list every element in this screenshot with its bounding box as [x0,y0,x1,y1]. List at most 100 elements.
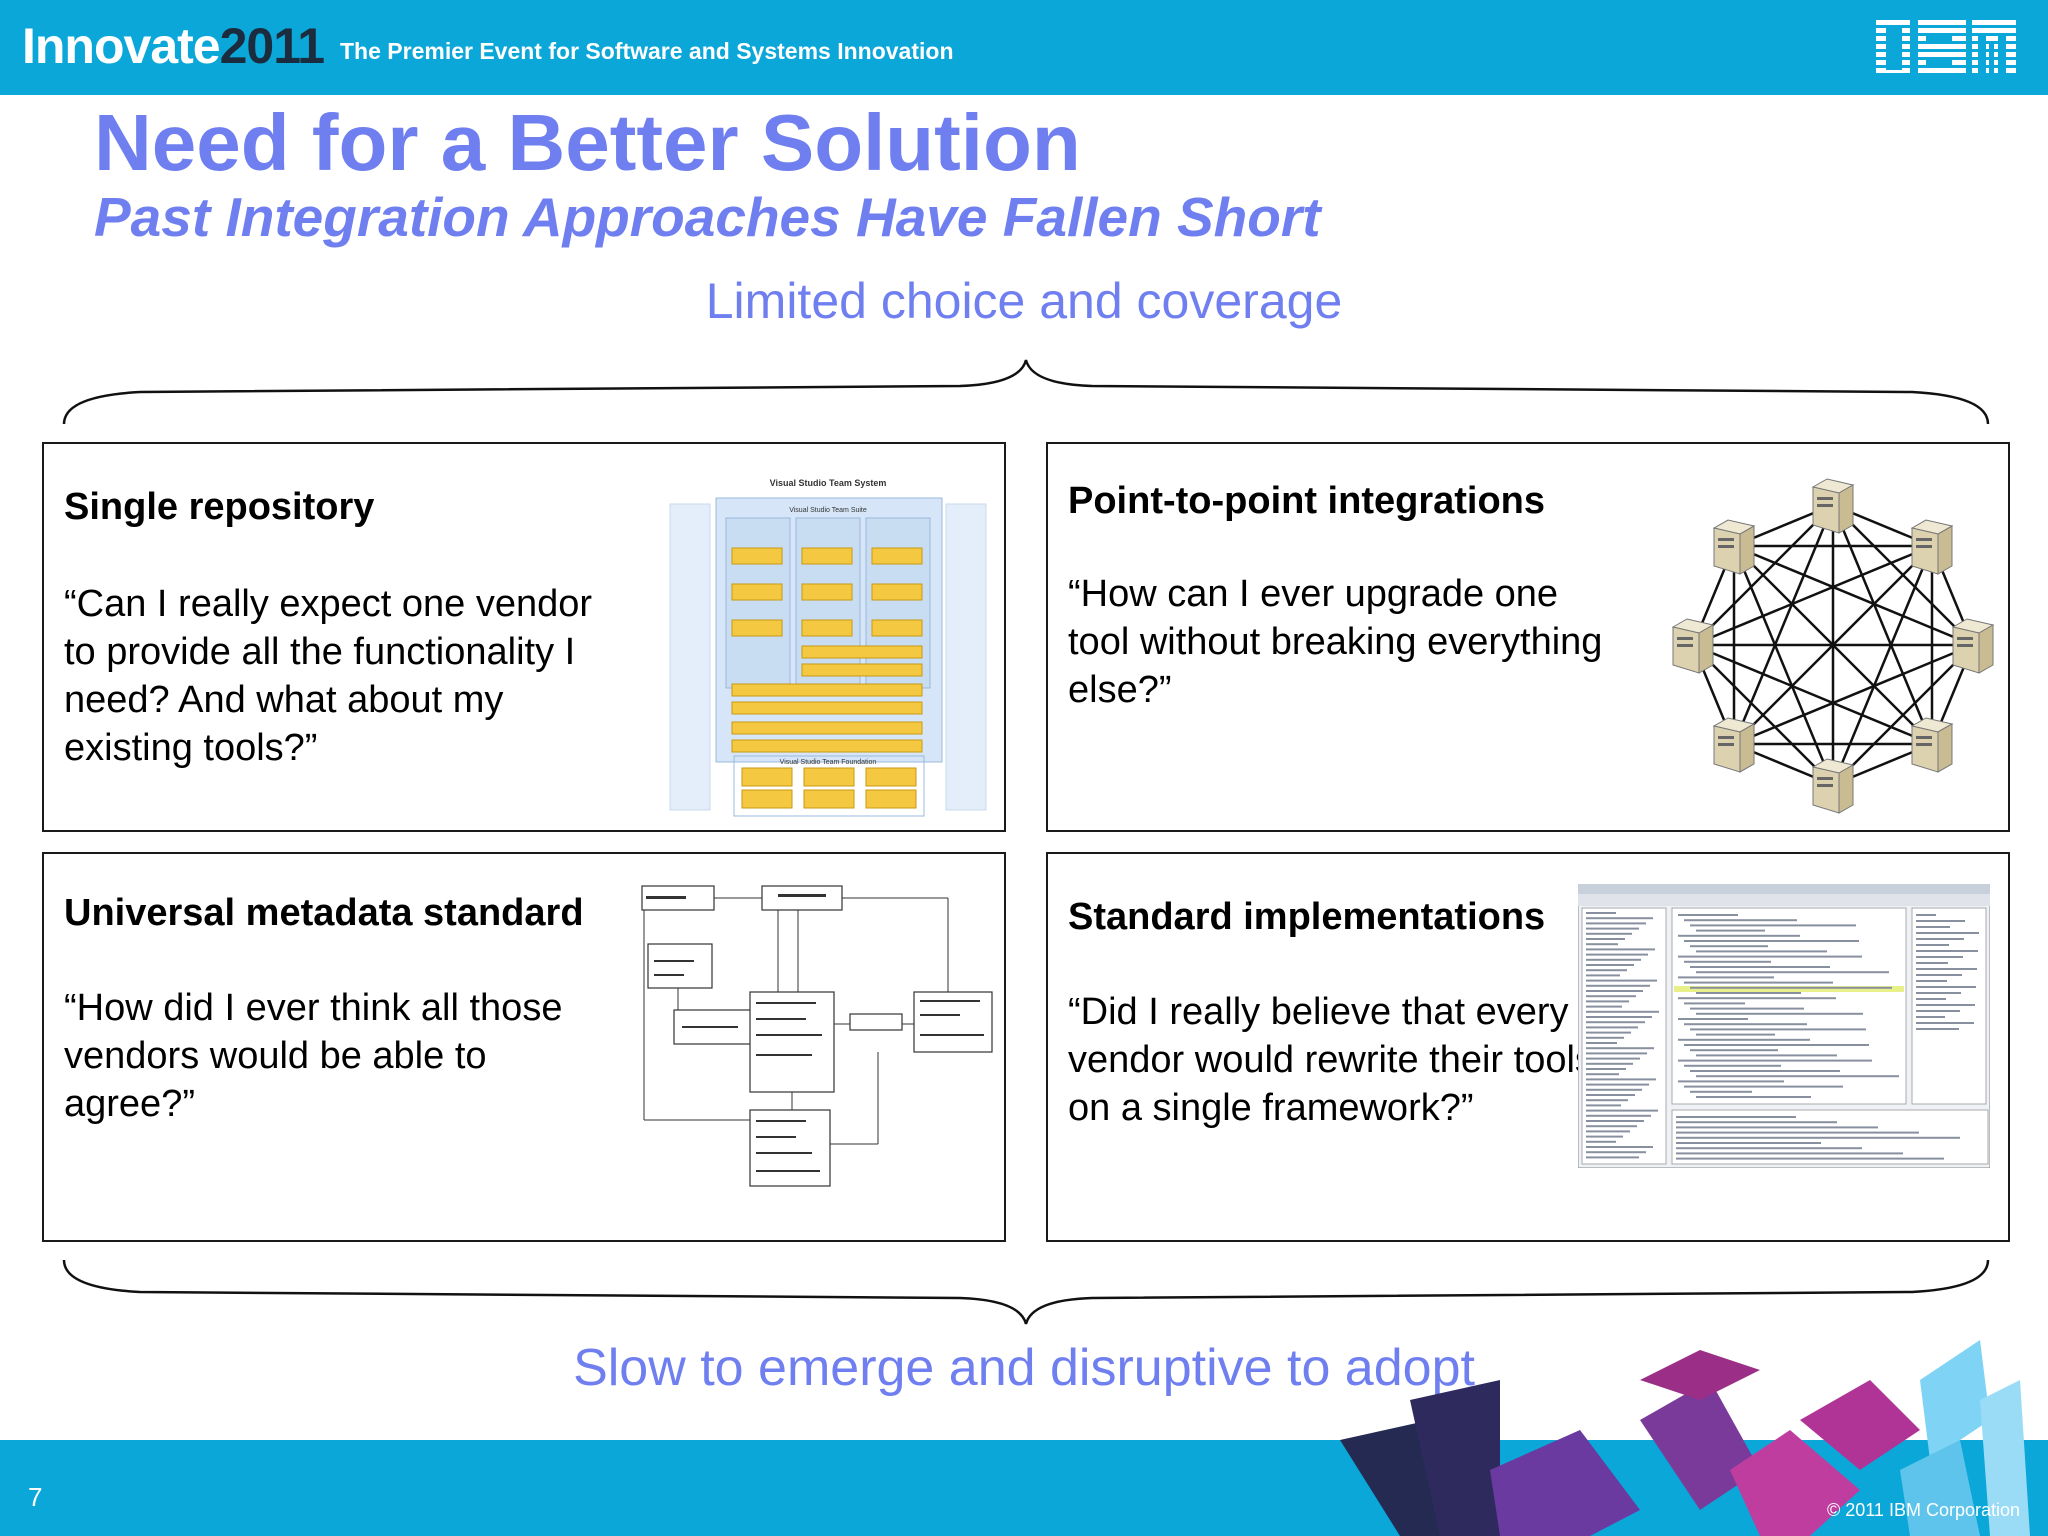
code-line [1586,1042,1617,1044]
code-line [1586,1109,1658,1112]
code-line [1676,1131,1919,1134]
panel-quote: “Can I really expect one vendor to provi… [64,583,593,769]
panel-title: Universal metadata standard [64,892,584,934]
code-line [1586,1016,1652,1018]
code-line [1684,1002,1745,1005]
code-line [1586,1068,1626,1070]
code-line [1678,1038,1810,1041]
code-line [1586,1073,1619,1076]
code-line [1916,1004,1975,1006]
code-line [1916,1022,1974,1024]
code-line [1916,914,1936,916]
decorative-shapes [1340,1340,2030,1536]
code-line [1676,1136,1960,1139]
code-line [1696,1012,1863,1015]
code-line [1916,920,1965,922]
code-line [1696,971,1889,974]
code-line [1676,1121,1837,1124]
panel-quote: “Did I really believe that every vendor … [1068,991,1594,1129]
brand-year: 2011 [219,18,325,74]
code-line [1916,932,1979,934]
code-line [1586,995,1636,998]
code-line [1696,929,1765,932]
bottom-brace [62,1259,1990,1325]
code-line [1678,934,1800,937]
code-line [1586,1052,1647,1055]
server-icon [1712,717,1756,773]
code-line [1586,1104,1621,1107]
code-line [1586,1078,1656,1081]
code-line [1678,997,1836,1000]
mesh-link [1692,644,1834,786]
code-line [1684,940,1859,942]
code-line [1684,1044,1869,1046]
code-line [1586,927,1639,930]
panel-title: Single repository [64,486,375,528]
code-line [1916,1016,1945,1018]
code-line [1678,914,1738,916]
code-line [1676,1142,1821,1144]
code-line [1696,1054,1837,1057]
code-line [1586,1036,1624,1039]
ide-screenshot-image [1578,884,1990,1168]
server-icon [1671,618,1715,674]
panel-standard-implementations: Standard implementations “Did I really b… [1046,852,2010,1242]
code-line [1586,1083,1649,1086]
code-line [1678,955,1862,958]
code-line [1676,1126,1878,1129]
mesh-link [1732,545,1835,786]
code-line [1586,1146,1653,1148]
code-line [1916,938,1964,940]
page-number: 7 [28,1482,43,1512]
code-line [1690,1090,1752,1093]
code-line [1586,1094,1635,1096]
code-line [1916,986,1976,988]
server-icon [1811,758,1855,814]
caption-bottom: Slow to emerge and disruptive to adopt [573,1339,1475,1397]
code-line [1586,1005,1622,1008]
panel-point-to-point: Point-to-point integrations “How can I e… [1046,442,2010,832]
code-line [1586,1057,1640,1060]
visual-studio-diagram-image: Visual Studio Team System Visual Studio … [668,472,988,818]
slide-subtitle: Past Integration Approaches Have Fallen … [94,186,1321,248]
slide-title: Need for a Better Solution [94,98,1081,187]
code-line [1916,968,1977,970]
code-line [1916,998,1946,1000]
panel-metadata-standard: Universal metadata standard “How did I e… [42,852,1006,1242]
code-line [1586,922,1646,925]
server-icon [1910,519,1954,575]
code-line [1586,943,1618,946]
code-line [1678,1018,1748,1020]
panel-title: Standard implementations [1068,896,1546,938]
top-brace [62,359,1990,425]
code-line [1690,1007,1804,1010]
code-line [1586,948,1655,951]
server-icon [1811,478,1855,534]
code-line [1678,976,1774,979]
vsts-suite: Visual Studio Team Suite [789,507,867,514]
code-line [1678,1080,1784,1083]
code-line [1586,1021,1645,1024]
code-line [1690,1028,1866,1031]
code-line [1678,1059,1872,1062]
code-line [1690,1070,1840,1072]
server-icon [1712,519,1756,575]
code-line [1684,1085,1843,1088]
code-line [1586,912,1616,914]
code-line [1586,1151,1646,1154]
code-line [1916,950,1978,952]
code-line [1586,964,1634,966]
code-line [1586,953,1648,956]
panel-quote: “How did I ever think all those vendors … [64,987,563,1125]
code-line [1586,1156,1639,1159]
code-line [1916,1010,1960,1012]
uml-diagram-image [641,885,993,1187]
code-line [1586,1010,1659,1013]
code-line [1586,1088,1642,1091]
code-line [1676,1147,1862,1150]
mesh-link [1733,545,1933,745]
header-bar: Innovate2011 The Premier Event for Softw… [0,0,2048,95]
copyright-notice: © 2011 IBM Corporation [1826,1500,2020,1520]
code-line [1586,984,1650,987]
panel-title: Point-to-point integrations [1068,480,1546,522]
